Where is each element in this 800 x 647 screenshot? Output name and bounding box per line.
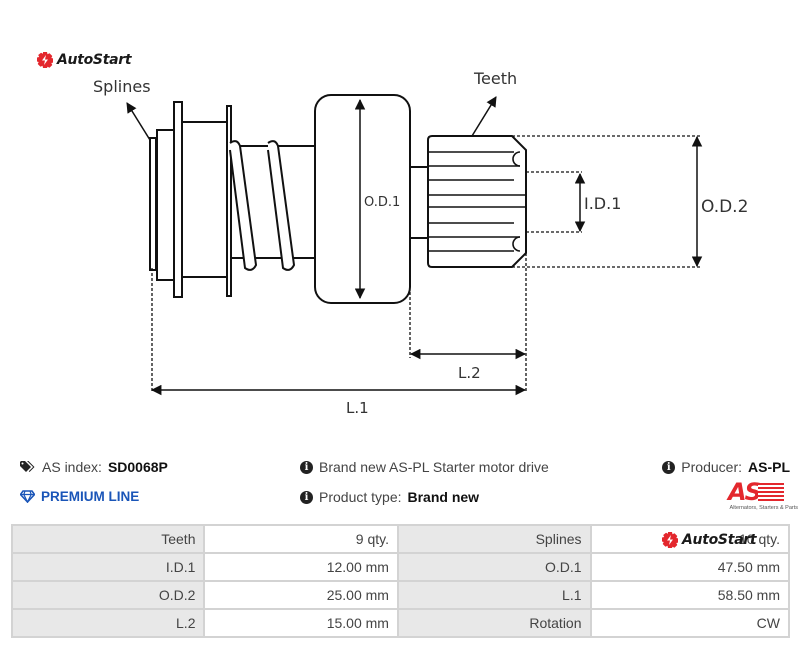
spec-value: 12.00 mm xyxy=(203,552,399,582)
product-type-label: Product type: xyxy=(319,489,402,505)
product-description: i Brand new AS-PL Starter motor drive xyxy=(300,459,549,475)
as-pl-logo: AS Alternators, Starters & Parts xyxy=(702,480,798,514)
splines-label: Splines xyxy=(93,77,151,96)
teeth-label: Teeth xyxy=(473,69,517,88)
premium-line-badge: PREMIUM LINE xyxy=(20,489,139,504)
spec-label: I.D.1 xyxy=(10,552,206,582)
as-index-label: AS index: xyxy=(42,459,102,475)
autostart-gear-icon xyxy=(662,532,678,548)
product-type-value: Brand new xyxy=(407,489,480,505)
od1-label: O.D.1 xyxy=(364,195,400,210)
description-text: Brand new AS-PL Starter motor drive xyxy=(319,459,549,475)
l1-label: L.1 xyxy=(346,399,369,417)
spec-value: 47.50 mm xyxy=(589,552,791,582)
flange-1 xyxy=(173,101,183,298)
producer-label: Producer: xyxy=(681,459,742,475)
id1-label: I.D.1 xyxy=(584,194,621,213)
autostart-gear-icon xyxy=(37,52,53,68)
producer-value: AS-PL xyxy=(748,459,790,475)
info-icon: i xyxy=(300,490,313,504)
tags-icon xyxy=(20,461,36,473)
as-pl-logo-mark: AS xyxy=(728,478,762,506)
as-index-value: SD0068P xyxy=(107,459,168,475)
as-pl-logo-tagline: Alternators, Starters & Parts xyxy=(729,505,798,511)
splines-leader xyxy=(126,102,151,141)
splines-end xyxy=(149,137,157,271)
spec-label: Rotation xyxy=(396,608,592,638)
spring-coil-1 xyxy=(229,140,258,271)
premium-line-label: PREMIUM LINE xyxy=(41,489,140,504)
brand-name: AutoStart xyxy=(57,52,132,68)
od2-label: O.D.2 xyxy=(701,197,748,217)
spec-label: O.D.2 xyxy=(10,580,206,610)
spec-label: Teeth xyxy=(10,524,206,554)
spec-value: 25.00 mm xyxy=(203,580,399,610)
dimension-diagram: Splines Teeth O.D.1 I.D.1 O.D.2 L.2 L.1 xyxy=(93,69,748,417)
spec-label: Splines xyxy=(396,524,592,554)
spec-value: CW xyxy=(589,608,791,638)
table-row: Teeth 9 qty. Splines 10 qty. xyxy=(10,524,791,554)
spec-value: 9 qty. xyxy=(203,524,399,554)
spec-label: L.1 xyxy=(396,580,592,610)
as-index: AS index: SD0068P xyxy=(20,459,168,475)
as-pl-logo-stripes xyxy=(758,483,784,502)
hub-rear xyxy=(156,129,175,281)
autostart-watermark-logo: AutoStart xyxy=(662,532,757,548)
brand-name: AutoStart xyxy=(682,532,757,548)
table-row: I.D.1 12.00 mm O.D.1 47.50 mm xyxy=(10,552,791,582)
autostart-logo: AutoStart xyxy=(37,52,132,68)
collar xyxy=(181,121,228,278)
spec-label: O.D.1 xyxy=(396,552,592,582)
spring-coil-2 xyxy=(267,140,296,271)
product-type: i Product type: Brand new xyxy=(300,489,479,505)
table-row: O.D.2 25.00 mm L.1 58.50 mm xyxy=(10,580,791,610)
spec-value: 15.00 mm xyxy=(203,608,399,638)
spec-value: 58.50 mm xyxy=(589,580,791,610)
info-icon: i xyxy=(300,460,313,474)
info-icon: i xyxy=(662,460,676,474)
producer: i Producer: AS-PL xyxy=(662,459,790,475)
spec-label: L.2 xyxy=(10,608,206,638)
table-row: L.2 15.00 mm Rotation CW xyxy=(10,608,791,638)
diamond-icon xyxy=(20,490,35,503)
l2-label: L.2 xyxy=(458,364,481,382)
spec-value: 10 qty. xyxy=(589,524,791,554)
pinion xyxy=(427,135,527,268)
teeth-leader xyxy=(471,96,497,137)
spec-table: Teeth 9 qty. Splines 10 qty. I.D.1 12.00… xyxy=(10,524,791,638)
